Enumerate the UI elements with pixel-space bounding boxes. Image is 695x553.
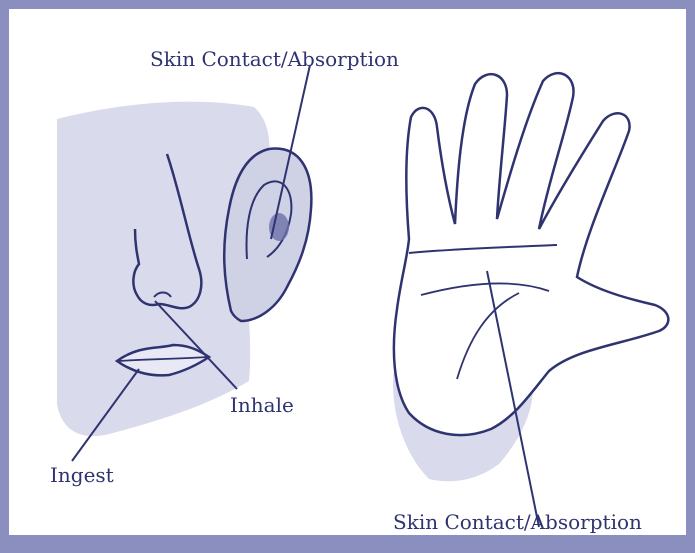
label-inhale: Inhale xyxy=(230,393,294,417)
label-ingest: Ingest xyxy=(50,463,114,487)
label-top-skin-contact: Skin Contact/Absorption xyxy=(150,47,399,71)
illustration: Skin Contact/Absorption Inhale Ingest Sk… xyxy=(9,9,695,553)
hand-illustration xyxy=(393,73,668,481)
label-bottom-skin-contact: Skin Contact/Absorption xyxy=(393,510,642,534)
face-illustration xyxy=(57,102,311,437)
hand-outline xyxy=(394,73,668,435)
